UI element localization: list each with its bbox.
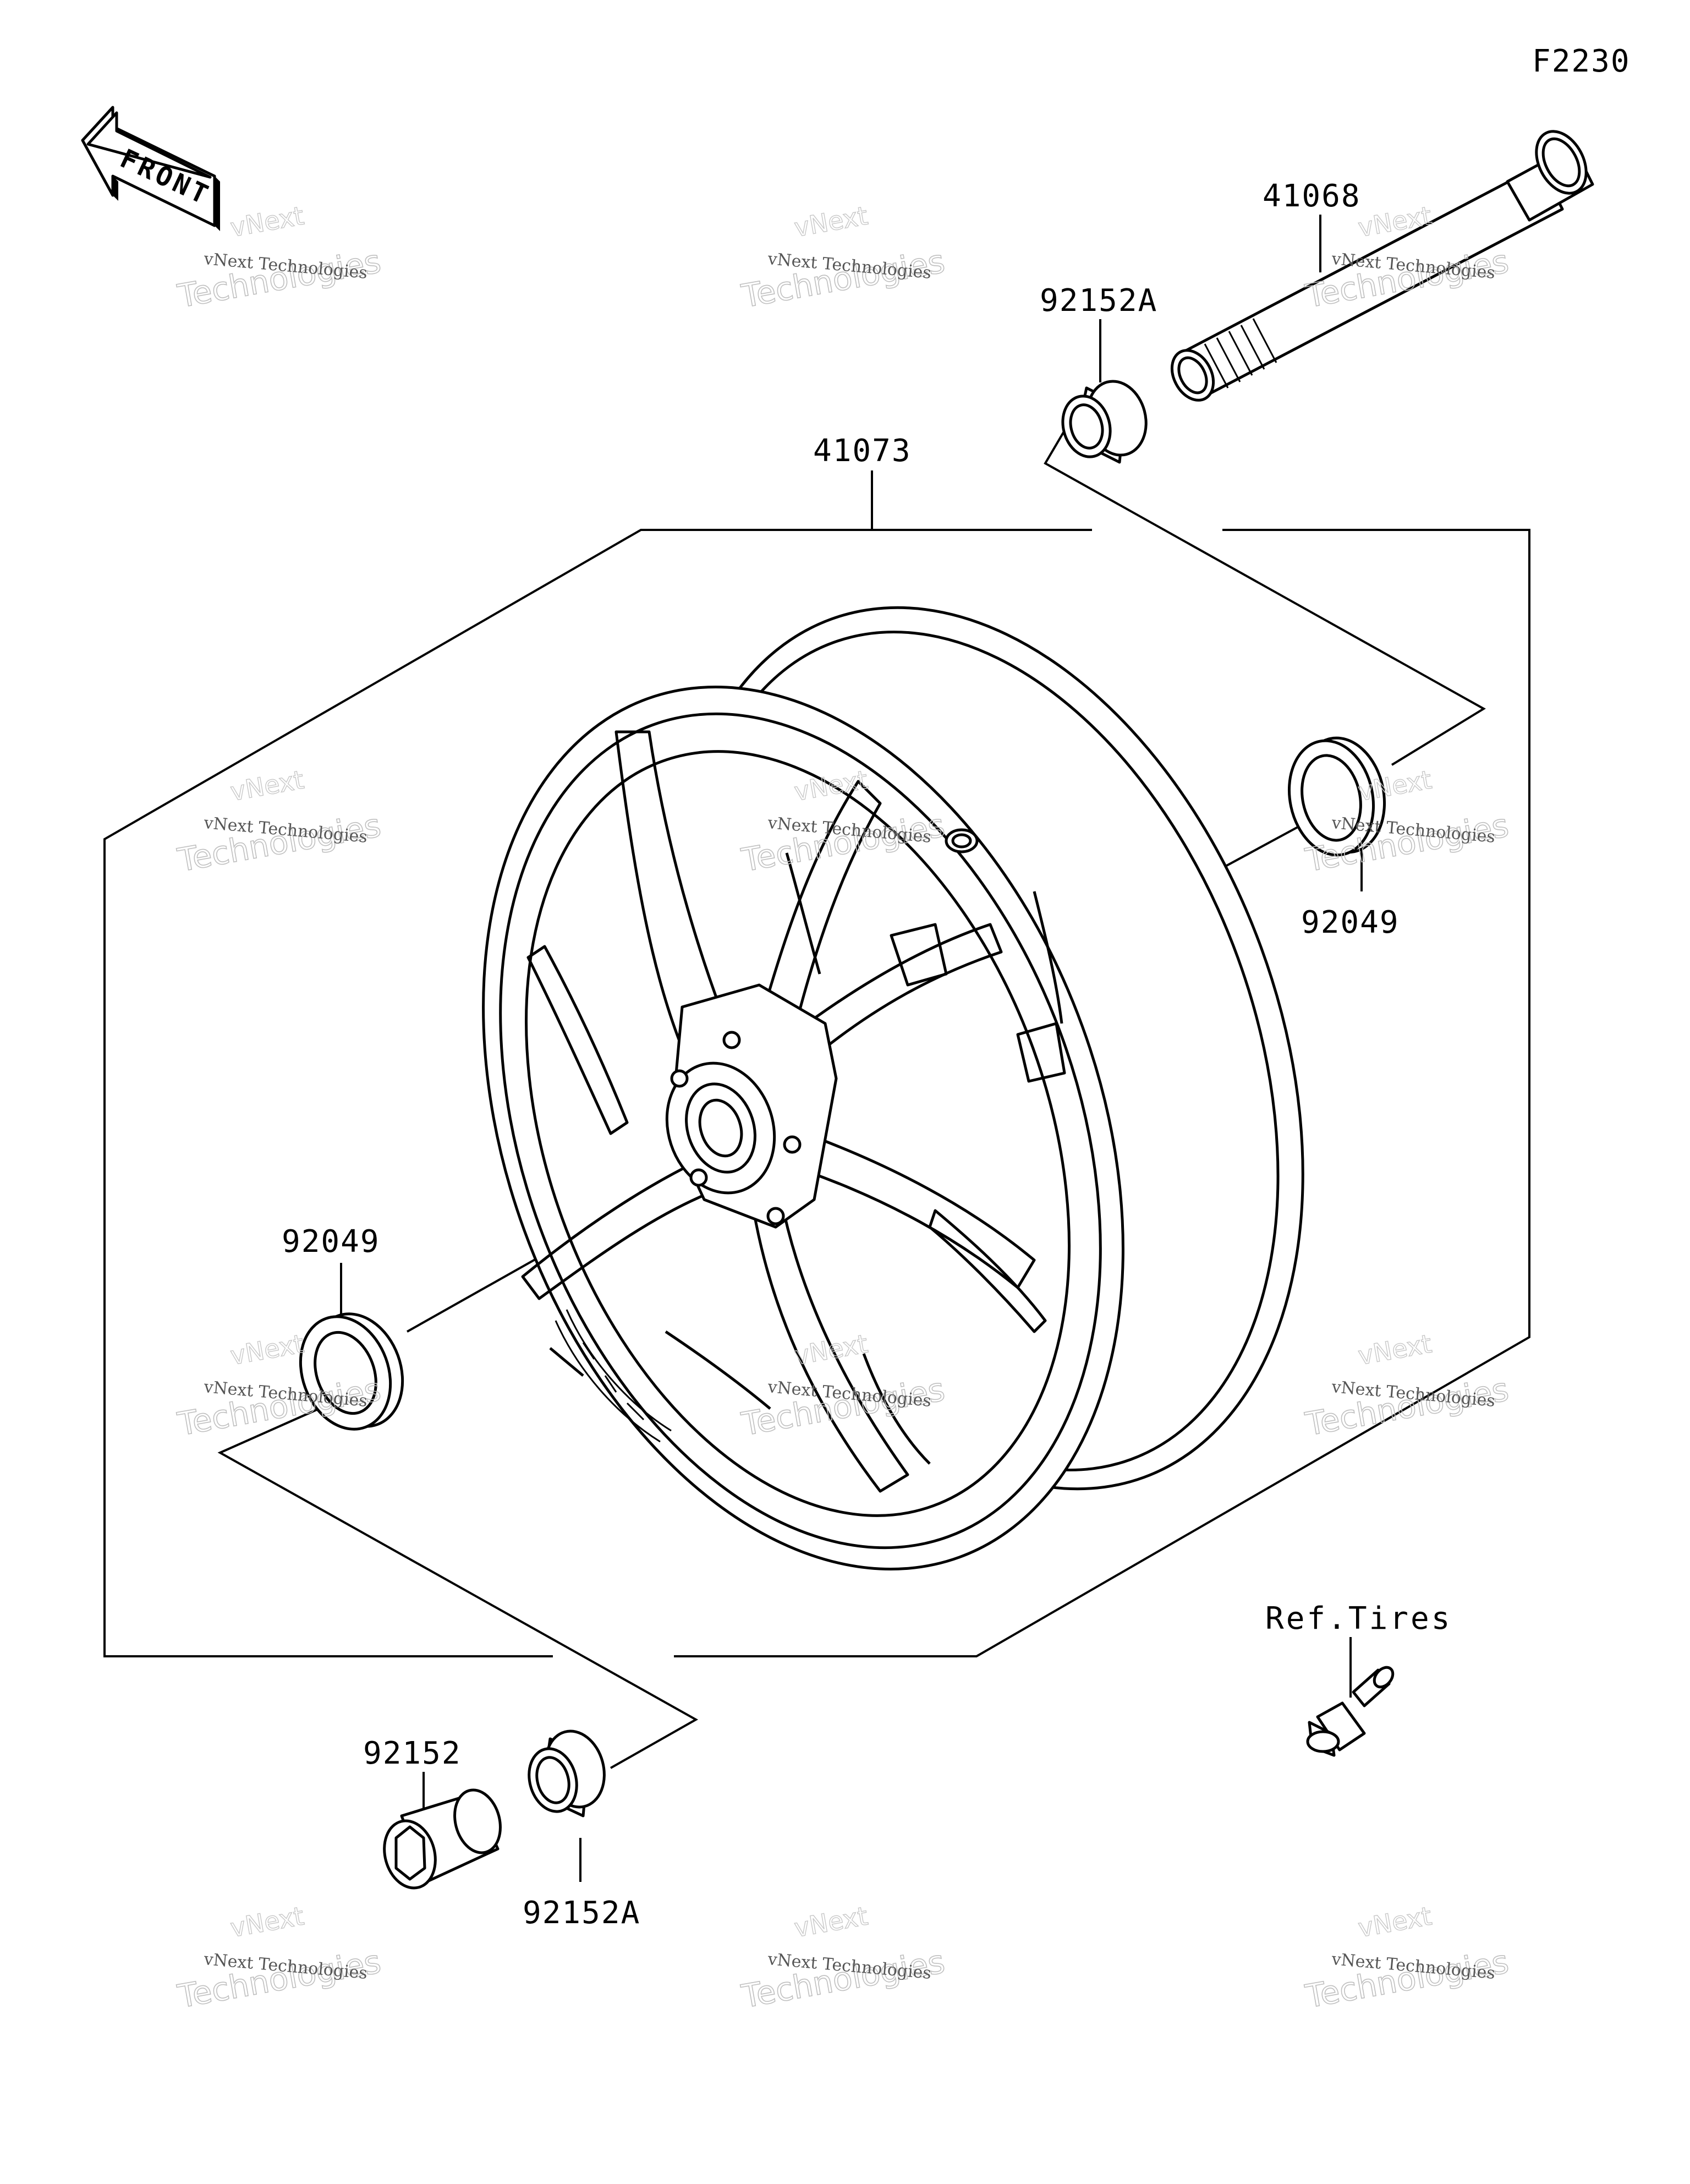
watermark-text-vnext: vNext <box>1356 1901 1434 1944</box>
label-92049-right: 92049 <box>1301 905 1400 940</box>
watermark-text-vnext: vNext <box>792 1901 870 1944</box>
part-labels: 41068 92152A 41073 92049 92049 92152 921… <box>282 178 1452 1931</box>
label-ref-tires: Ref.Tires <box>1265 1601 1452 1636</box>
watermark-text-vnext: vNext <box>228 1329 306 1371</box>
label-92152a-top: 92152A <box>1040 283 1157 319</box>
watermark-text-vnext: vNext <box>228 1901 306 1944</box>
front-axle <box>1170 130 1594 402</box>
watermark-text-vnext: vNext <box>228 201 306 243</box>
watermark-text-vnext: vNext <box>792 201 870 243</box>
label-92152: 92152 <box>363 1736 462 1771</box>
oil-seal-right <box>1287 736 1386 857</box>
watermark-text-vnext: vNext <box>228 765 306 807</box>
label-92049-left: 92049 <box>282 1224 380 1260</box>
figure-code: F2230 <box>1532 43 1631 79</box>
label-92152a-bottom: 92152A <box>523 1895 640 1931</box>
front-direction-arrow-icon: FRONT <box>81 106 220 231</box>
collar-92152a-bottom <box>528 1729 606 1818</box>
collar-92152a-top <box>1061 380 1148 464</box>
watermark-text-vnext: vNext <box>1356 1329 1434 1371</box>
label-41073: 41073 <box>813 433 912 469</box>
collar-92152 <box>383 1788 502 1890</box>
label-41068: 41068 <box>1263 178 1361 214</box>
front-wheel <box>482 606 1304 1571</box>
tire-valve-icon <box>1306 1666 1395 1757</box>
oil-seal-left <box>299 1312 404 1431</box>
